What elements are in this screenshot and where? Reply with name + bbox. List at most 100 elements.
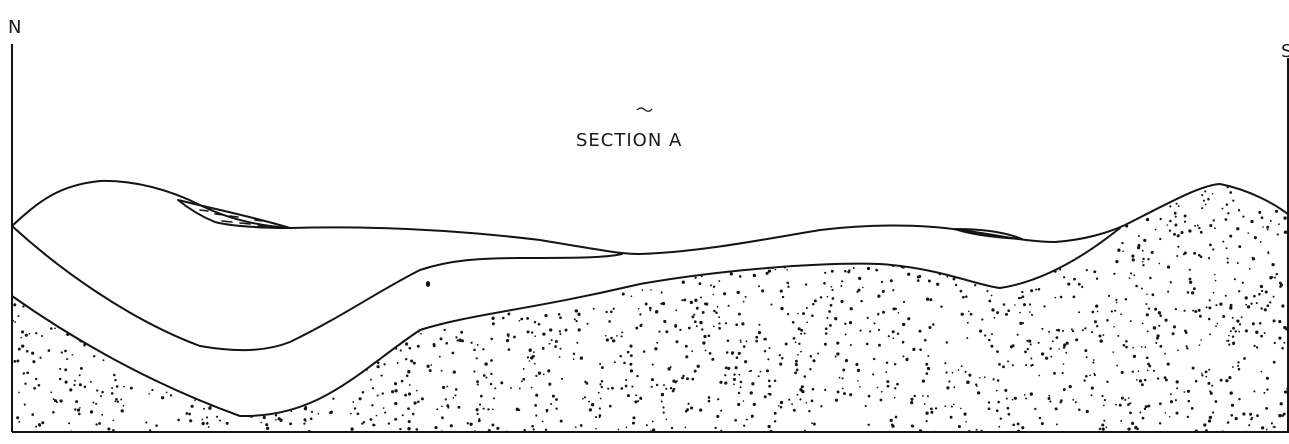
stipple-dot (144, 357, 146, 359)
stipple-dot (1170, 281, 1172, 283)
stipple-dot (255, 259, 257, 261)
stipple-dot (1034, 228, 1036, 230)
stipple-dot (947, 235, 949, 237)
stipple-dot (1058, 257, 1060, 259)
stipple-dot (555, 407, 557, 409)
stipple-dot (723, 192, 726, 195)
stipple-dot (922, 395, 924, 397)
stipple-dot (928, 280, 931, 283)
stipple-dot (981, 205, 983, 207)
stipple-dot (226, 422, 229, 425)
stipple-dot (1225, 218, 1228, 221)
stipple-dot (1101, 423, 1104, 426)
stipple-dot (283, 214, 285, 216)
stipple-dot (865, 405, 867, 407)
stipple-dot (359, 397, 362, 400)
stipple-dot (769, 347, 771, 349)
stipple-dot (701, 202, 704, 205)
stipple-dot (26, 371, 29, 374)
stipple-dot (1053, 372, 1056, 375)
stipple-dot (1174, 212, 1177, 215)
stipple-dot (490, 270, 493, 273)
stipple-dot (649, 307, 652, 310)
stipple-dot (998, 198, 1001, 201)
stipple-dot (738, 313, 741, 316)
stipple-dot (932, 323, 935, 326)
stipple-dot (795, 244, 797, 246)
stipple-dot (1284, 231, 1287, 234)
stipple-dot (917, 175, 919, 177)
stipple-dot (414, 260, 416, 262)
stipple-dot (1194, 310, 1197, 313)
stipple-dot (92, 401, 94, 403)
stipple-dot (501, 298, 503, 300)
stipple-dot (275, 404, 277, 406)
stipple-dot (809, 355, 812, 358)
stipple-dot (908, 207, 910, 209)
stipple-dot (813, 201, 815, 203)
stipple-dot (482, 274, 484, 276)
stipple-dot (1121, 371, 1124, 374)
stipple-dot (1094, 374, 1096, 376)
stipple-dot (1002, 365, 1005, 368)
stipple-dot (486, 377, 488, 379)
stipple-dot (998, 195, 1000, 197)
stipple-dot (461, 240, 464, 243)
stipple-dot (372, 248, 375, 251)
stipple-dot (1281, 347, 1284, 350)
stipple-dot (610, 310, 613, 313)
stipple-dot (116, 385, 119, 388)
stipple-dot (640, 324, 642, 326)
stipple-dot (1207, 382, 1210, 385)
stipple-dot (693, 195, 695, 197)
stipple-dot (237, 272, 240, 275)
stipple-dot (1033, 205, 1035, 207)
stipple-dot (808, 410, 810, 412)
stipple-dot (461, 204, 463, 206)
stipple-dot (149, 429, 151, 431)
stipple-dot (522, 378, 525, 381)
stipple-dot (746, 340, 748, 342)
stipple-dot (534, 321, 537, 324)
stipple-dot (1155, 203, 1158, 206)
stipple-dot (446, 386, 448, 388)
stipple-dot (848, 202, 850, 204)
stipple-dot (409, 279, 411, 281)
stipple-dot (1266, 377, 1269, 380)
stipple-dot (718, 322, 720, 324)
stipple-dot (727, 367, 730, 370)
stipple-dot (148, 206, 151, 209)
stipple-dot (632, 416, 635, 419)
stipple-dot (648, 267, 651, 270)
stipple-dot (381, 224, 384, 227)
stipple-dot (465, 286, 468, 289)
stipple-dot (85, 178, 88, 181)
stipple-dot (1147, 258, 1149, 260)
stipple-dot (743, 425, 745, 427)
stipple-dot (1125, 340, 1128, 343)
stipple-dot (240, 276, 243, 279)
stipple-dot (1175, 186, 1177, 188)
stipple-dot (356, 320, 359, 323)
stipple-dot (363, 421, 365, 423)
stipple-dot (122, 276, 124, 278)
stipple-dot (487, 200, 490, 203)
stipple-dot (304, 354, 306, 356)
stipple-dot (227, 332, 230, 335)
stipple-dot (147, 358, 149, 360)
stipple-dot (1117, 223, 1119, 225)
stipple-dot (981, 318, 983, 320)
stipple-dot (546, 411, 548, 413)
stipple-dot (331, 267, 333, 269)
stipple-dot (415, 428, 418, 431)
stipple-dot (304, 197, 307, 200)
stipple-dot (294, 216, 297, 219)
stipple-dot (1151, 251, 1154, 254)
stipple-dot (288, 368, 290, 370)
stipple-dot (275, 419, 277, 421)
section-title: SECTION A (576, 130, 682, 151)
stipple-dot (881, 281, 883, 283)
stipple-dot (662, 259, 664, 261)
stipple-dot (577, 198, 580, 201)
stipple-dot (1042, 221, 1045, 224)
